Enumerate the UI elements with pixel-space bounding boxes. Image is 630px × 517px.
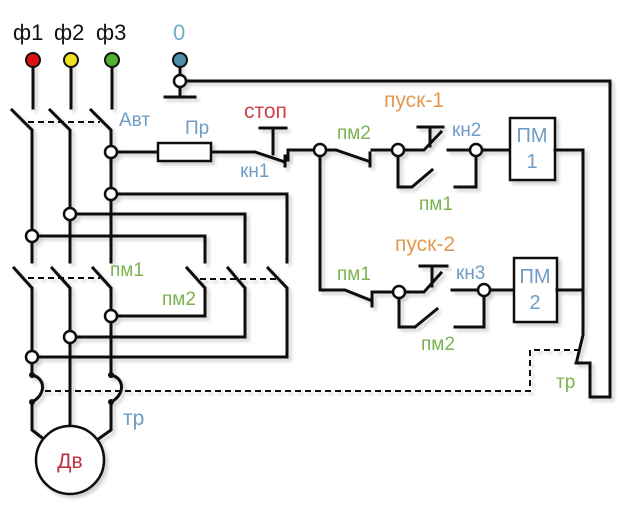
label-breaker: Авт — [119, 110, 150, 131]
label-motor: Дв — [57, 450, 82, 473]
reverse-wiring — [11, 192, 289, 432]
label-stop-button: кн1 — [240, 161, 269, 182]
thermal-relay-power — [29, 349, 578, 443]
fuse-and-stop — [109, 126, 322, 168]
label-pm2-hold-row2: пм2 — [421, 334, 455, 355]
coil2-label-1: ПМ — [519, 266, 550, 288]
label-pm1-interlock-row2: пм1 — [337, 264, 371, 285]
control-row-2 — [318, 148, 585, 329]
label-phase2: ф2 — [54, 20, 84, 45]
phase-feeds — [9, 60, 114, 264]
junction-nodes — [24, 73, 492, 365]
control-row-1 — [318, 116, 585, 362]
label-pm1-power: пм1 — [110, 260, 144, 281]
label-pm2-power: пм2 — [162, 289, 196, 310]
label-start2: пуск-2 — [395, 233, 455, 256]
label-stop: стоп — [244, 100, 287, 123]
label-phase3: ф3 — [96, 20, 126, 45]
label-phase1: ф1 — [13, 20, 43, 45]
label-fuse: Пр — [185, 118, 209, 139]
label-start1: пуск-1 — [384, 89, 444, 112]
label-pm1-hold-row1: пм1 — [419, 194, 453, 215]
label-pm2-interlock-row1: пм2 — [337, 123, 371, 144]
label-start2-button: кн3 — [456, 263, 485, 284]
coil1-label-2: 1 — [526, 151, 537, 173]
neutral-line — [163, 60, 612, 399]
coil-pm1 — [508, 116, 557, 182]
motor — [34, 424, 106, 496]
label-start1-button: кн2 — [452, 120, 481, 141]
coil2-label-2: 2 — [529, 292, 540, 314]
phase1-terminal — [25, 52, 41, 68]
fuse — [156, 141, 213, 163]
neutral-terminal — [172, 52, 188, 68]
phase3-terminal — [104, 52, 120, 68]
label-thermal-power: тр — [123, 407, 144, 430]
coil1-label-1: ПМ — [516, 125, 547, 147]
coil-pm2 — [512, 256, 559, 324]
label-thermal-control: тр — [556, 372, 575, 393]
phase2-terminal — [63, 52, 79, 68]
label-neutral: 0 — [173, 20, 185, 45]
